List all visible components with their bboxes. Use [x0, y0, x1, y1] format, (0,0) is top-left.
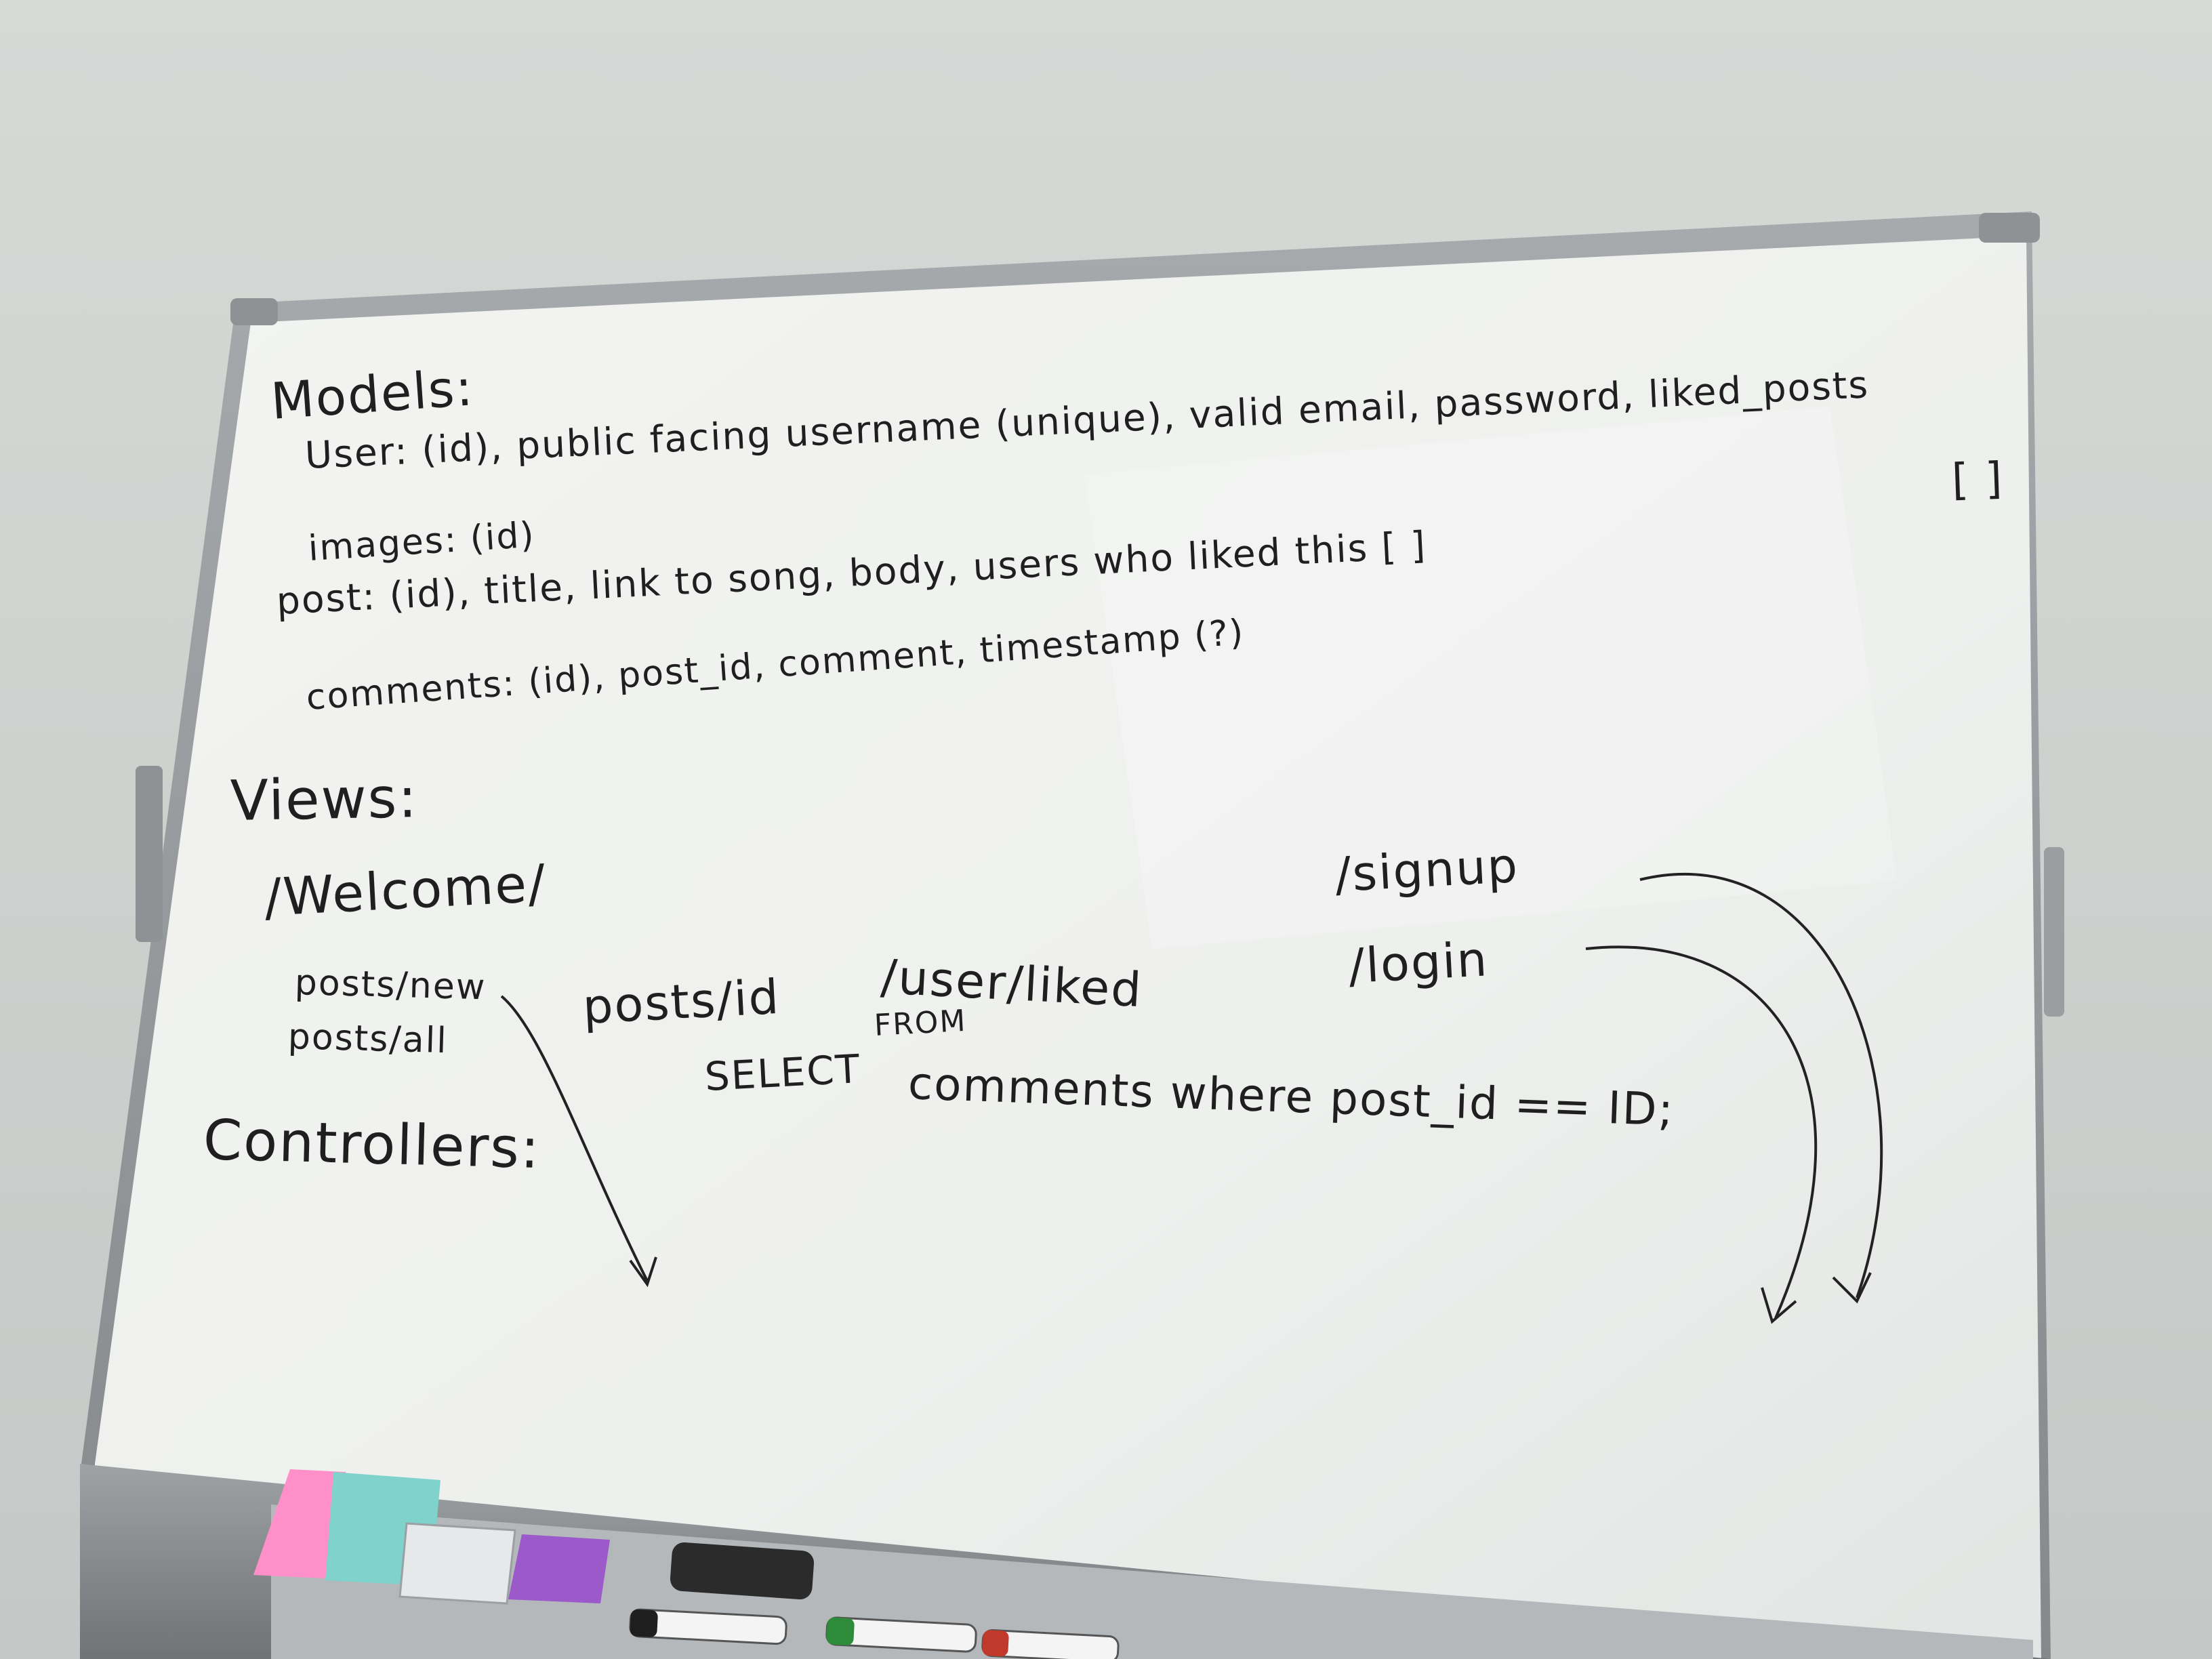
sql-select-keyword: SELECT — [703, 1045, 862, 1100]
arrow-posts-new-head — [629, 1256, 657, 1288]
frame-side-clip-right — [2044, 847, 2064, 1017]
board-glare — [1084, 407, 1898, 949]
arrow-login-curve — [1585, 945, 1818, 1319]
purple-sticky-pad — [508, 1534, 610, 1603]
board-surface — [95, 236, 2041, 1659]
sticky-pad-box — [398, 1522, 516, 1605]
signup-route: /signup — [1333, 837, 1520, 903]
frame-corner-top-right — [1979, 213, 2040, 243]
posts-all-route: posts/all — [287, 1017, 449, 1062]
login-route: /login — [1347, 931, 1490, 994]
marker-pen[interactable] — [981, 1629, 1120, 1659]
arrow-signup-head — [1832, 1272, 1872, 1304]
arrow-posts-new-to-controllers — [500, 995, 649, 1282]
pink-sticky-pad — [253, 1469, 346, 1579]
views-heading: Views: — [230, 766, 419, 834]
controllers-heading: Controllers: — [202, 1108, 541, 1182]
whiteboard-eraser[interactable] — [670, 1542, 815, 1600]
frame-side-clip-left — [136, 766, 163, 942]
marker-pen[interactable] — [825, 1616, 977, 1653]
posts-new-route: posts/new — [294, 962, 487, 1008]
posts-id-route: posts/id — [581, 968, 781, 1035]
sql-from-keyword: FROM — [873, 1003, 968, 1043]
user-liked-posts-bracket: [ ] — [1950, 453, 2005, 506]
frame-corner-top-left — [230, 298, 278, 325]
marker-pen[interactable] — [629, 1608, 787, 1645]
arrow-login-head — [1761, 1287, 1797, 1324]
arrow-signup-curve — [1639, 873, 1883, 1298]
